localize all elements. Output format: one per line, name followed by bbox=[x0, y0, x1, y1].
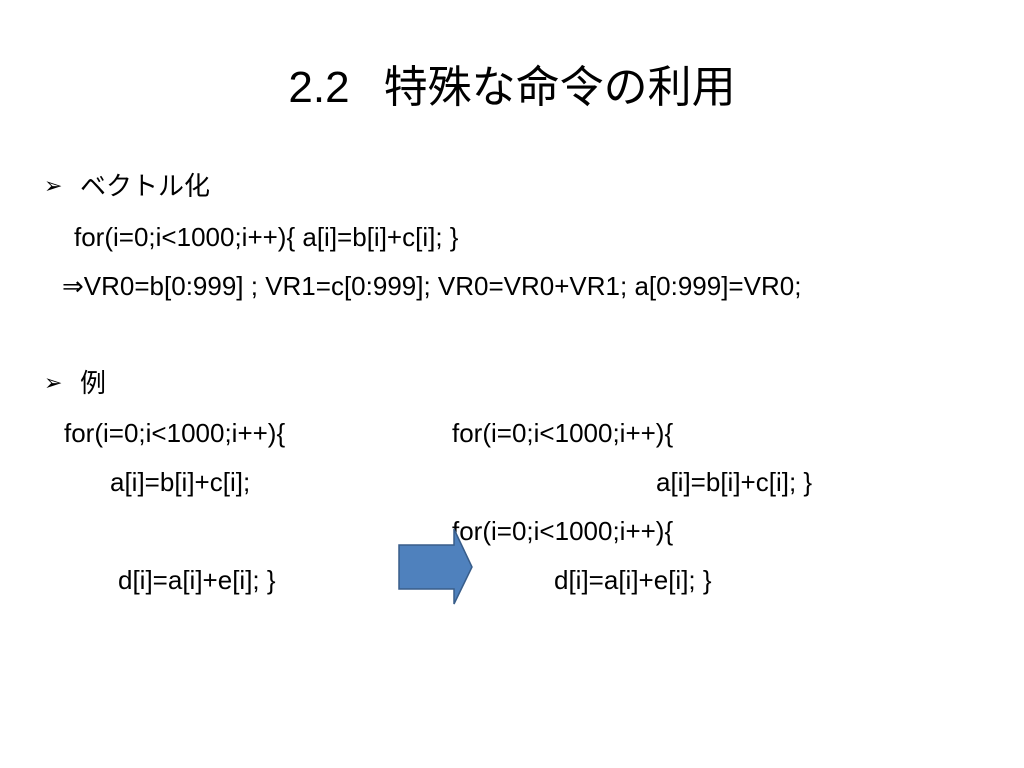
title-number: 2.2 bbox=[288, 63, 350, 112]
example-right-line-1: for(i=0;i<1000;i++){ bbox=[452, 418, 674, 448]
section2-heading: 例 bbox=[80, 368, 107, 398]
slide-title: 2.2 特殊な命令の利用 bbox=[0, 58, 1024, 118]
right-arrow-shape bbox=[398, 528, 473, 605]
bullet-arrow-icon: ➢ bbox=[44, 370, 63, 395]
example-right-line-3: for(i=0;i<1000;i++){ bbox=[452, 516, 674, 546]
bullet-arrow-icon: ➢ bbox=[44, 173, 63, 198]
example-left-line-1: for(i=0;i<1000;i++){ bbox=[64, 418, 286, 448]
title-text: 特殊な命令の利用 bbox=[383, 63, 736, 112]
example-right-line-4: d[i]=a[i]+e[i]; } bbox=[554, 565, 712, 595]
vector-code-line-2: ⇒VR0=b[0:999] ; VR1=c[0:999]; VR0=VR0+VR… bbox=[62, 271, 802, 301]
example-left-line-2: a[i]=b[i]+c[i]; bbox=[110, 467, 251, 497]
vector-code-line-1: for(i=0;i<1000;i++){ a[i]=b[i]+c[i]; } bbox=[74, 222, 459, 252]
example-right-line-2: a[i]=b[i]+c[i]; } bbox=[656, 467, 813, 497]
example-left-line-3: d[i]=a[i]+e[i]; } bbox=[118, 565, 276, 595]
right-arrow-icon bbox=[398, 528, 473, 605]
section1-heading: ベクトル化 bbox=[80, 171, 211, 201]
